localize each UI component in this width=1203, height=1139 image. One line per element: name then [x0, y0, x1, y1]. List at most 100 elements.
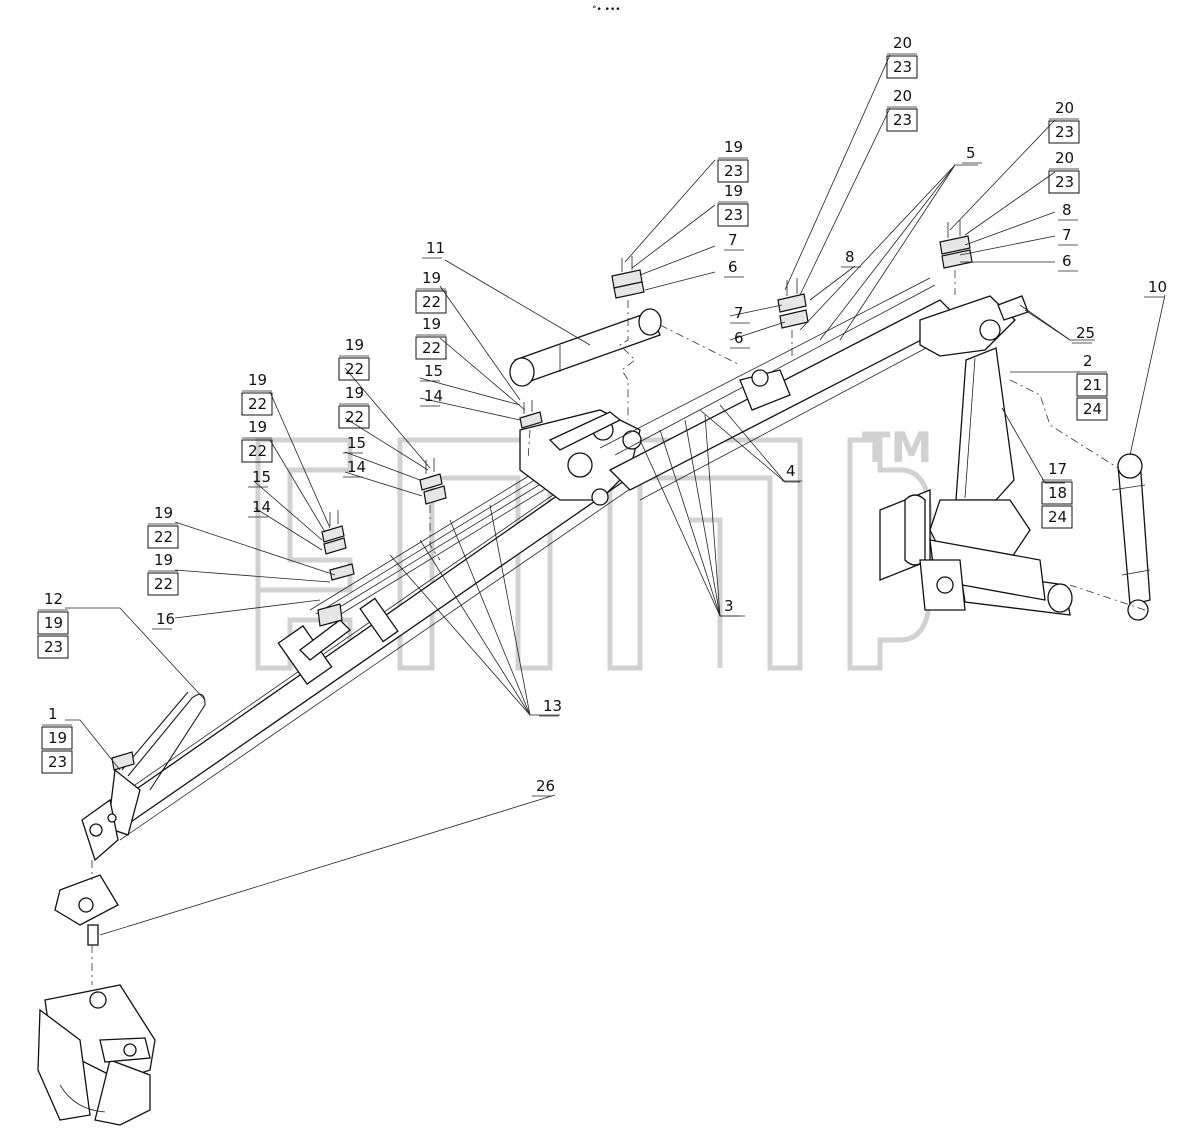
callout-number: 19 — [248, 371, 267, 389]
callout-number: 7 — [734, 304, 744, 322]
callout-box — [1041, 481, 1073, 505]
callout-number: 14 — [347, 458, 366, 476]
callout-number: 24 — [1048, 508, 1067, 526]
callout-3: 3 — [720, 597, 740, 617]
callout-6-mid2: 6 — [730, 329, 750, 349]
callout-number: 23 — [1055, 123, 1074, 141]
callout-8-right: 8 — [1058, 201, 1078, 221]
callout-number: 22 — [248, 395, 267, 413]
callout-2-21-24: 2 21 24 — [1076, 352, 1108, 421]
callout-box — [1041, 505, 1073, 529]
callout-number: 22 — [154, 575, 173, 593]
callout-number: 10 — [1148, 278, 1167, 296]
hardware-stacks — [111, 220, 973, 771]
callout-number: 13 — [543, 697, 562, 715]
callout-number: 1 — [48, 705, 58, 723]
callout-number: 19 — [48, 729, 67, 747]
callout-number: 19 — [422, 315, 441, 333]
callout-number: 23 — [1055, 173, 1074, 191]
assembly-axes — [91, 270, 1146, 985]
callout-15-c: 15 — [248, 468, 271, 488]
rotator-and-grapple — [37, 874, 156, 1126]
callout-number: 14 — [424, 387, 443, 405]
callout-26: 26 — [532, 777, 555, 797]
callout-box — [41, 750, 73, 774]
callout-25: 25 — [1072, 324, 1095, 344]
callout-4: 4 — [782, 462, 802, 482]
leader-lines — [65, 54, 1166, 936]
callout-7-mid: 7 — [724, 231, 744, 251]
callout-number: 19 — [248, 418, 267, 436]
callout-6-right: 6 — [1058, 252, 1078, 272]
callout-box — [37, 635, 69, 659]
callout-number: 19 — [345, 384, 364, 402]
callout-6-mid: 6 — [724, 258, 744, 278]
callout-number: 6 — [728, 258, 738, 276]
slew-cylinder — [1111, 453, 1151, 621]
callout-number: 16 — [156, 610, 175, 628]
callout-box — [41, 726, 73, 750]
callout-number: 3 — [724, 597, 734, 615]
callout-number: 19 — [154, 504, 173, 522]
callout-10: 10 — [1144, 278, 1167, 298]
callout-number: 7 — [728, 231, 738, 249]
callout-number: 21 — [1083, 376, 1102, 394]
callout-number: 23 — [893, 58, 912, 76]
callout-14-a: 14 — [420, 387, 443, 407]
header-mark: °• ••• — [592, 5, 621, 15]
callout-number: 22 — [422, 339, 441, 357]
callout-number: 5 — [966, 144, 976, 162]
callout-number: 15 — [347, 434, 366, 452]
callout-7-mid2: 7 — [730, 304, 750, 324]
callout-number: 20 — [893, 34, 912, 52]
callout-number: 20 — [1055, 149, 1074, 167]
callout-number: 22 — [154, 528, 173, 546]
callout-number: 4 — [786, 462, 796, 480]
callout-box — [37, 611, 69, 635]
callout-number: 24 — [1083, 400, 1102, 418]
callout-box — [717, 203, 749, 227]
callout-box — [1076, 373, 1108, 397]
callout-number: 6 — [734, 329, 744, 347]
callout-8-mid: 8 — [841, 248, 861, 268]
callout-14-c: 14 — [248, 498, 271, 518]
telescopic-boom — [81, 277, 1073, 862]
callout-number: 22 — [345, 408, 364, 426]
callout-7-right: 7 — [1058, 226, 1078, 246]
callout-number: 2 — [1083, 352, 1093, 370]
callout-box — [147, 525, 179, 549]
callout-number: 15 — [252, 468, 271, 486]
callout-box — [241, 392, 273, 416]
callout-number: 25 — [1076, 324, 1095, 342]
callout-number: 22 — [422, 293, 441, 311]
callout-number: 19 — [44, 614, 63, 632]
callout-number: 8 — [1062, 201, 1072, 219]
callout-number: 8 — [845, 248, 855, 266]
callout-number: 22 — [248, 442, 267, 460]
callout-number: 23 — [724, 162, 743, 180]
callout-number: 19 — [724, 138, 743, 156]
callout-box — [415, 290, 447, 314]
callout-box — [1048, 120, 1080, 144]
callout-number: 20 — [893, 87, 912, 105]
callout-number: 19 — [345, 336, 364, 354]
callout-box — [338, 357, 370, 381]
callout-14-b: 14 — [343, 458, 366, 478]
callout-15-a: 15 — [420, 362, 443, 382]
callout-16: 16 — [152, 610, 175, 630]
callout-number: 20 — [1055, 99, 1074, 117]
